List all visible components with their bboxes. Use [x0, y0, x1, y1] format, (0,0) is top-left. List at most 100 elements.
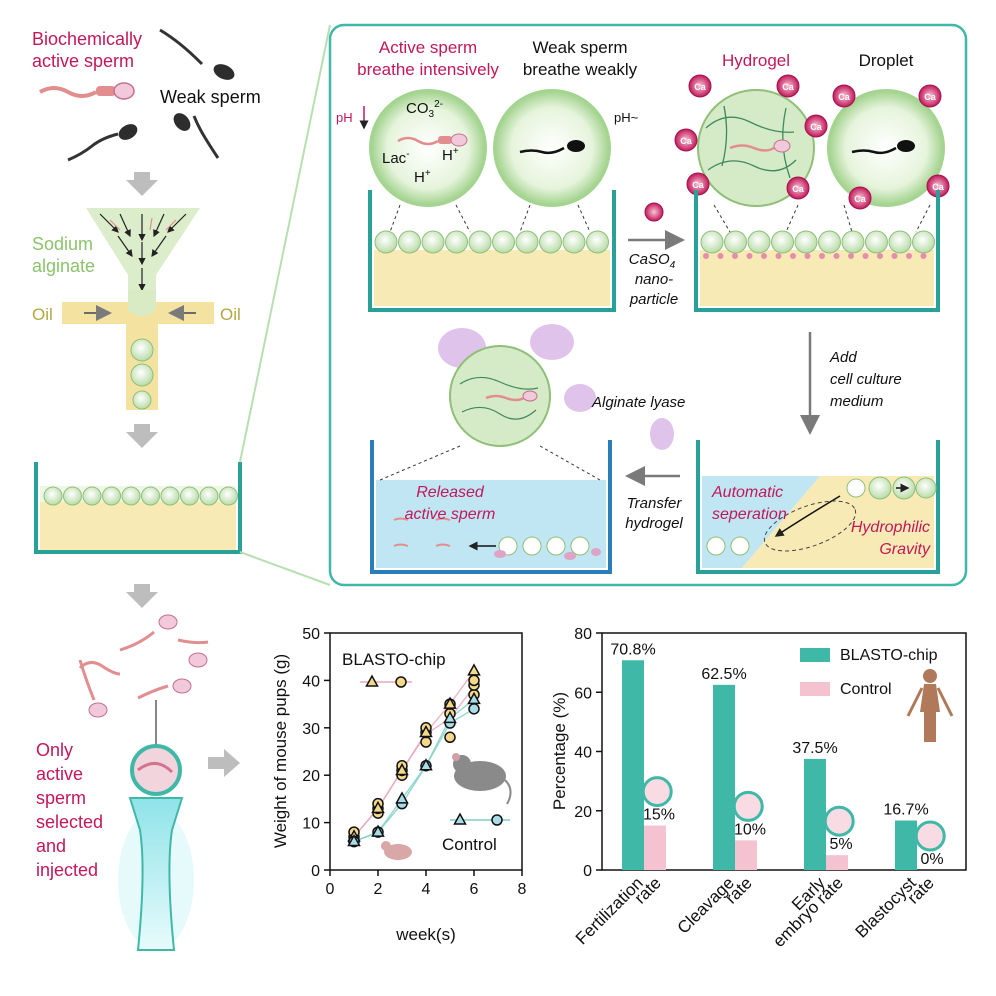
ca-particle: Ca [918, 84, 942, 108]
active-sperm-icon [39, 82, 135, 100]
down-arrow [126, 172, 158, 196]
legend-marker [365, 674, 379, 687]
down-arrow [126, 584, 158, 608]
droplet-row-before [374, 230, 609, 254]
legend-marker [395, 676, 407, 688]
active-sperm-bubble: CO32- Lac- H+ H+ [369, 89, 487, 207]
droplet-bubble [827, 89, 945, 207]
dish-hydrogel [694, 190, 940, 312]
scatter-xlabel: week(s) [395, 925, 456, 944]
ca-particle: Ca [786, 176, 810, 200]
svg-text:Ca: Ca [838, 92, 850, 102]
droplet [160, 486, 180, 506]
oil-right-label: Oil [220, 305, 241, 324]
data-label: 62.5% [701, 666, 746, 683]
ca-particle: Ca [776, 74, 800, 98]
data-label: 5% [829, 836, 852, 853]
ca-dot [761, 253, 767, 259]
caso4-particle-icon [644, 202, 664, 222]
data-point [467, 663, 481, 676]
zoom-connector [239, 24, 331, 586]
mouse-adult-icon [452, 753, 512, 805]
ca-dot [775, 253, 782, 259]
active-title-1: Active sperm [379, 38, 477, 57]
scatter-frame [329, 632, 523, 871]
y-tick-label: 50 [302, 626, 320, 643]
weight-scatter-chart: week(s) Weight of mouse pups (g) BLASTO-… [271, 626, 527, 944]
x-tick-label: 8 [518, 881, 527, 898]
droplet [219, 486, 238, 506]
ion-lac: Lac- [382, 149, 410, 167]
legend-swatch [800, 648, 830, 662]
left-panel: Biochemically active sperm Weak sperm [32, 28, 261, 951]
y-tick-label: 10 [302, 816, 320, 833]
process-panel: Active sperm breathe intensively Weak sp… [328, 23, 968, 587]
y-tick-label: 30 [302, 721, 320, 738]
droplet [102, 486, 121, 506]
hydrophilic-label-1: Hydrophilic [851, 519, 930, 536]
ca-dot [717, 253, 724, 259]
data-point [468, 703, 480, 715]
dish-separation [696, 440, 940, 574]
droplet [539, 230, 562, 254]
droplet [421, 230, 445, 254]
y-tick-label: 0 [311, 863, 320, 880]
droplet [888, 230, 912, 254]
ca-particle: Ca [688, 74, 712, 98]
dish-before [368, 190, 616, 312]
droplet [841, 230, 865, 254]
ca-dot [862, 253, 869, 259]
data-point [419, 758, 433, 771]
ca-particle: Ca [832, 84, 856, 108]
droplet [724, 230, 747, 254]
droplet-title: Droplet [859, 51, 914, 70]
y-tick-label: 0 [583, 863, 592, 880]
weak-sperm-icon [159, 28, 235, 80]
selected-label-1: Only [36, 740, 73, 760]
droplet [43, 486, 63, 506]
y-tick-label: 80 [574, 626, 592, 643]
legend-marker [491, 814, 503, 826]
selected-label-6: injected [36, 860, 98, 880]
data-point [347, 834, 361, 847]
bar [644, 825, 666, 870]
data-label: 37.5% [792, 740, 837, 757]
ca-dot [906, 253, 912, 259]
data-label: 70.8% [610, 641, 655, 658]
selected-label-4: selected [36, 812, 103, 832]
svg-text:Ca: Ca [792, 184, 804, 194]
selected-label-2: active [36, 764, 83, 784]
x-tick-label: 6 [470, 881, 479, 898]
bio-active-label-2: active sperm [32, 51, 134, 71]
bar [826, 855, 848, 870]
data-point [395, 791, 409, 804]
ion-h-1: H+ [442, 146, 459, 164]
released-label-1: Released [416, 484, 485, 501]
svg-text:Ca: Ca [692, 180, 704, 190]
ca-dot [891, 253, 898, 259]
droplet [515, 230, 539, 254]
ca-dot [790, 253, 796, 259]
ca-dot [703, 253, 709, 259]
data-point [443, 710, 457, 724]
ca-dot [819, 253, 825, 259]
released-label-2: active sperm [405, 506, 496, 523]
category-label: Fertilization [572, 873, 647, 948]
data-point [371, 800, 385, 814]
data-point [420, 736, 432, 748]
svg-text:Ca: Ca [694, 82, 706, 92]
x-tick-label: 4 [422, 881, 431, 898]
svg-text:Ca: Ca [810, 122, 822, 132]
category-label: Cleavage [674, 873, 738, 937]
caso4-label-3: particle [629, 291, 678, 308]
droplet [63, 486, 82, 506]
svg-text:Ca: Ca [680, 136, 692, 146]
droplet [562, 230, 586, 254]
droplet [818, 230, 841, 254]
caso4-label-1: CaSO4 [629, 251, 676, 271]
svg-text:Ca: Ca [782, 82, 794, 92]
oil-channel [62, 290, 214, 410]
data-point [395, 762, 409, 776]
data-point [467, 691, 481, 705]
data-point [371, 824, 385, 837]
